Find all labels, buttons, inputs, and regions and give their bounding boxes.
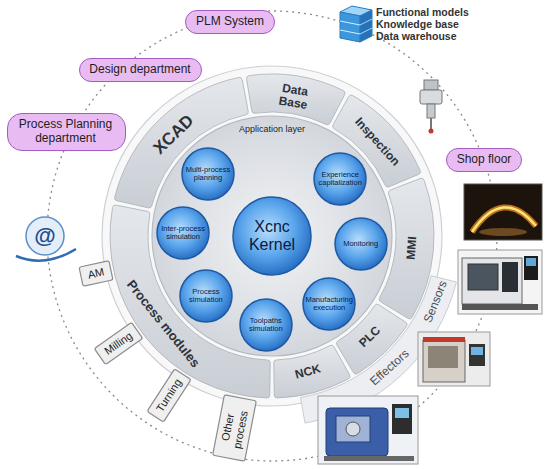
module-label: Process simulation <box>181 287 231 304</box>
module-circle: Experience capitalization <box>313 152 367 206</box>
server-slot <box>360 28 372 34</box>
module-outline <box>180 270 232 322</box>
machine-body <box>423 340 465 382</box>
photo-machine <box>418 332 490 386</box>
probe-icon <box>420 80 442 134</box>
data-item: Functional models <box>376 6 469 18</box>
photo-frame <box>318 396 418 464</box>
department-pill: PLM System <box>185 10 275 34</box>
module-circle: Manufacturing execution <box>302 277 356 331</box>
module-circle: Process simulation <box>179 269 233 323</box>
machine-window <box>468 264 498 290</box>
probe-tip <box>429 129 434 134</box>
server-front <box>340 12 360 42</box>
machine-body <box>326 408 388 456</box>
machine-spindle <box>346 422 360 436</box>
photo-lathe <box>458 250 542 314</box>
module-label: Toolpaths simulation <box>241 317 291 334</box>
machine-body <box>462 258 522 304</box>
probe-part <box>427 104 435 118</box>
machine-screen <box>526 258 536 266</box>
module-circle: Monitoring <box>334 217 388 271</box>
data-item: Knowledge base <box>376 18 459 30</box>
machine-screen <box>395 408 409 418</box>
photo-glow <box>472 207 536 232</box>
machine-stripe <box>423 337 465 342</box>
module-circle: Toolpaths simulation <box>239 298 293 352</box>
pill-label: Design department <box>89 63 192 77</box>
photo-process <box>464 184 542 240</box>
module-label: Monitoring <box>336 240 386 248</box>
module-outline <box>182 148 234 200</box>
department-pill: Process Planning department <box>7 113 126 151</box>
probe-stylus <box>430 118 432 129</box>
tab-outline <box>94 322 142 364</box>
module-circle: Inter-process simulation <box>156 206 210 260</box>
module-circle: Multi-process planning <box>181 147 235 201</box>
server-icon <box>340 6 372 42</box>
pill-label: PLM System <box>195 15 265 29</box>
machine-window <box>336 416 370 442</box>
photo-frame <box>418 332 490 386</box>
layer-label: Application layer <box>236 124 308 134</box>
module-outline <box>335 218 387 270</box>
machine-panel <box>469 344 485 366</box>
module-outline <box>157 207 209 259</box>
data-item: Data warehouse <box>376 30 457 42</box>
globe <box>26 217 64 255</box>
machine-base <box>324 456 414 461</box>
server-slot <box>340 21 360 25</box>
server-slot <box>360 19 372 25</box>
segment-label: Data Base <box>272 81 316 113</box>
photo-glow <box>472 207 536 232</box>
kernel-outline <box>233 197 311 275</box>
server-slot <box>340 30 360 34</box>
pill-label: Process Planning department <box>17 118 115 146</box>
photo-center <box>318 396 418 464</box>
web-icon <box>16 217 76 261</box>
kernel-label: Xcnc Kernel <box>236 218 308 253</box>
kernel-circle: Xcnc Kernel <box>232 196 312 276</box>
department-pill: Shop floor <box>446 148 522 172</box>
module-outline <box>314 153 366 205</box>
module-outline <box>240 299 292 351</box>
module-label: Inter-process simulation <box>158 225 208 242</box>
process-tab: Turning <box>146 368 192 423</box>
machine-base <box>462 304 538 310</box>
dotted-orbit <box>47 11 497 461</box>
department-pill: Design department <box>79 58 202 82</box>
module-label: Experience capitalization <box>315 171 365 188</box>
photo-frame <box>458 250 542 314</box>
probe-part <box>420 90 442 104</box>
machine-window <box>428 346 458 368</box>
pill-label: Shop floor <box>456 153 512 167</box>
photo-frame <box>464 184 542 240</box>
layer-outline <box>152 116 392 356</box>
web-symbol: @ <box>34 223 55 248</box>
module-label: Multi-process planning <box>183 166 233 183</box>
process-tab: Other process <box>212 394 257 462</box>
machine-screen <box>471 347 483 355</box>
module-label: Manufacturing execution <box>304 296 354 313</box>
tab-outline <box>213 395 257 462</box>
photo-part <box>479 228 527 236</box>
application-layer: Application layerMulti-process planning E… <box>151 115 393 357</box>
process-tab: Milling <box>93 321 144 365</box>
machine-panel <box>392 404 412 434</box>
tab-outline <box>79 261 113 286</box>
probe-part <box>424 80 438 90</box>
server-side <box>360 10 372 42</box>
globe-swoosh <box>16 249 76 261</box>
machine-door <box>502 262 518 292</box>
segment-label: MMI <box>405 236 420 260</box>
process-tab: AM <box>78 260 114 287</box>
module-outline <box>303 278 355 330</box>
machine-panel <box>524 256 538 280</box>
tab-outline <box>147 369 191 422</box>
